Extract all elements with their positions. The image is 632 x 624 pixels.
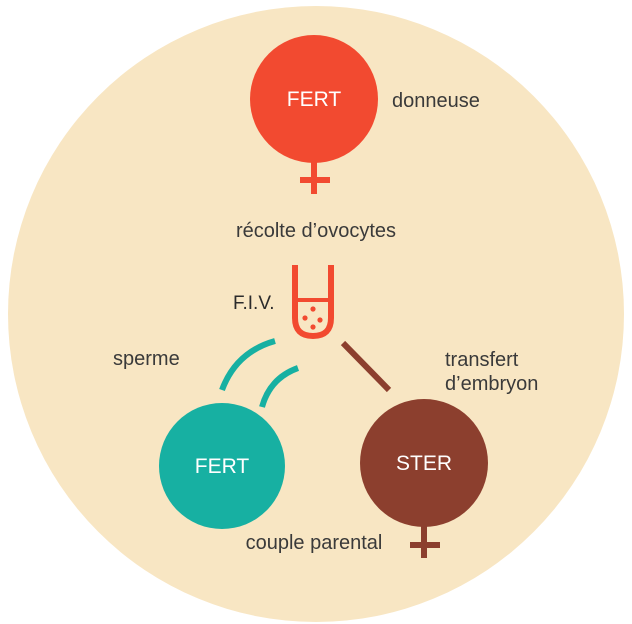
donor-female-symbol-icon xyxy=(300,160,330,194)
embryo-transfer-line xyxy=(340,340,392,393)
couple-ster-node: STER xyxy=(360,399,488,558)
ivf-label: F.I.V. xyxy=(233,293,275,314)
couple-fert-node: FERT xyxy=(159,403,285,529)
donor-side-label: donneuse xyxy=(392,90,480,112)
couple-female-symbol-icon xyxy=(410,524,440,558)
sperm-arc-inner xyxy=(259,365,300,408)
donor-circle-label: FERT xyxy=(287,88,342,111)
sperm-arcs xyxy=(219,338,300,408)
couple-ster-circle xyxy=(360,399,488,527)
donor-circle xyxy=(250,35,378,163)
couple-caption: couple parental xyxy=(246,532,383,554)
couple-fert-label: FERT xyxy=(195,455,250,478)
transfer-label-line1: transfert xyxy=(445,349,519,371)
sperm-label: sperme xyxy=(113,348,180,370)
transfer-label-line2: d’embryon xyxy=(445,373,538,395)
sperm-arc-outer xyxy=(219,338,276,392)
donor-node: FERT xyxy=(250,35,378,194)
couple-fert-circle xyxy=(159,403,285,529)
oocyte-retrieval-label: récolte d’ovocytes xyxy=(236,220,396,242)
test-tube-icon xyxy=(292,265,334,340)
couple-ster-label: STER xyxy=(396,452,452,475)
